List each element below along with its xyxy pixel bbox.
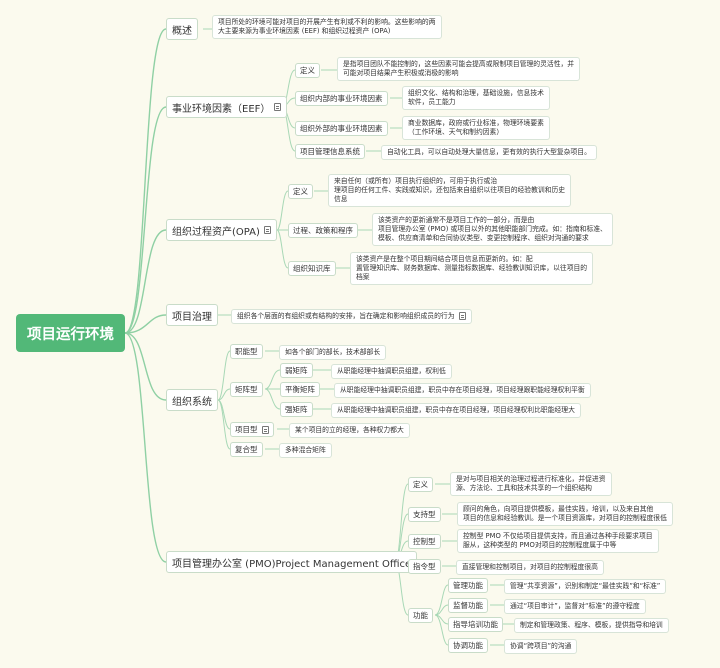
org-project-node[interactable]: 项目型 bbox=[230, 422, 274, 437]
branch-org-systems-label: 组织系统 bbox=[172, 396, 212, 408]
opa-definition-text: 来自任何（或所有）项目执行组织的，可用于执行或治 理项目的任何工件、实践或知识，… bbox=[328, 174, 572, 207]
org-functional-text: 如各个部门的部长，技术部部长 bbox=[279, 345, 387, 360]
pmo-func-manage-label: 管理功能 bbox=[453, 581, 483, 590]
branch-eef-label: 事业环境因素（EEF） bbox=[172, 103, 271, 115]
pmo-functions-label: 功能 bbox=[413, 611, 428, 620]
org-strong-matrix-text: 从职能经理中抽调职员组建，职员中存在项目经理，项目经理权利比职能经理大 bbox=[331, 403, 581, 418]
pmo-func-monitor-label: 监督功能 bbox=[453, 601, 483, 610]
pmo-func-coordinate-label: 协调功能 bbox=[453, 641, 483, 650]
pmo-func-training-label: 指导培训功能 bbox=[453, 620, 498, 629]
opa-process-text: 该类资产的更新通常不是项目工作的一部分，而是由 项目管理办公室 (PMO) 或项… bbox=[372, 213, 613, 246]
opa-knowledge-node[interactable]: 组织知识库 bbox=[288, 261, 336, 276]
org-balanced-matrix-label: 平衡矩阵 bbox=[285, 385, 315, 394]
pmo-func-monitor-text: 通过“项目审计”，监督对“标准”的遵守程度 bbox=[504, 599, 646, 614]
pmo-func-coordinate-node[interactable]: 协调功能 bbox=[448, 638, 488, 653]
eef-internal-text: 组织文化、结构和治理，基础设施，信息技术 软件，员工能力 bbox=[402, 86, 550, 110]
pmo-definition-label: 定义 bbox=[413, 480, 428, 489]
eef-pmis-node[interactable]: 项目管理信息系统 bbox=[295, 144, 365, 159]
branch-overview[interactable]: 概述 bbox=[166, 18, 198, 40]
governance-description: 组织各个层面的有组织或有结构的安排，旨在确定和影响组织成员的行为 bbox=[231, 309, 472, 324]
org-composite-node[interactable]: 复合型 bbox=[230, 442, 263, 457]
pmo-definition-node[interactable]: 定义 bbox=[408, 477, 433, 492]
governance-description-content: 组织各个层面的有组织或有结构的安排，旨在确定和影响组织成员的行为 bbox=[237, 312, 455, 320]
note-icon[interactable] bbox=[263, 226, 271, 234]
branch-opa-label: 组织过程资产(OPA) bbox=[172, 226, 260, 238]
pmo-controlling-text: 控制型 PMO 不仅给项目提供支持，而且通过各种手段要求项目 服从，这种类型的 … bbox=[457, 529, 659, 553]
opa-process-node[interactable]: 过程、政策和程序 bbox=[288, 223, 358, 238]
eef-definition-label: 定义 bbox=[300, 66, 315, 75]
org-strong-matrix-node[interactable]: 强矩阵 bbox=[280, 402, 313, 417]
org-weak-matrix-label: 弱矩阵 bbox=[285, 366, 308, 375]
pmo-func-monitor-node[interactable]: 监督功能 bbox=[448, 598, 488, 613]
eef-external-text: 商业数据库，政府或行业标准，物理环境要素 （工作环境、天气和制约因素） bbox=[402, 116, 550, 140]
pmo-func-manage-node[interactable]: 管理功能 bbox=[448, 578, 488, 593]
org-weak-matrix-node[interactable]: 弱矩阵 bbox=[280, 363, 313, 378]
org-matrix-label: 矩阵型 bbox=[235, 385, 258, 394]
org-matrix-node[interactable]: 矩阵型 bbox=[230, 382, 263, 397]
org-balanced-matrix-node[interactable]: 平衡矩阵 bbox=[280, 382, 320, 397]
org-project-label: 项目型 bbox=[235, 425, 258, 434]
eef-external-node[interactable]: 组织外部的事业环境因素 bbox=[295, 121, 388, 136]
note-icon[interactable] bbox=[274, 103, 282, 111]
pmo-supportive-label: 支持型 bbox=[413, 510, 436, 519]
note-icon[interactable] bbox=[261, 425, 269, 434]
pmo-supportive-text: 顾问的角色，向项目提供模板，最佳实践，培训，以及来自其他 项目的信息和经验教训。… bbox=[457, 502, 673, 526]
pmo-func-training-text: 制定和管理政策、程序、模板，提供指导和培训 bbox=[514, 618, 669, 633]
org-strong-matrix-label: 强矩阵 bbox=[285, 405, 308, 414]
branch-eef[interactable]: 事业环境因素（EEF） bbox=[166, 96, 288, 118]
pmo-directive-node[interactable]: 指令型 bbox=[408, 559, 441, 574]
pmo-controlling-label: 控制型 bbox=[413, 537, 436, 546]
opa-definition-node[interactable]: 定义 bbox=[288, 184, 313, 199]
branch-org-systems[interactable]: 组织系统 bbox=[166, 389, 218, 411]
eef-definition-text: 是指项目团队不能控制的，这些因素可能会提高或限制项目管理的灵活性，并 可能对项目… bbox=[337, 57, 581, 81]
opa-process-label: 过程、政策和程序 bbox=[293, 226, 353, 235]
org-weak-matrix-text: 从职能经理中抽调职员组建，权利低 bbox=[331, 364, 452, 379]
eef-pmis-text: 自动化工具，可以自动处理大量信息，更有效的执行大型复杂项目。 bbox=[381, 145, 597, 160]
eef-pmis-label: 项目管理信息系统 bbox=[300, 147, 360, 156]
branch-opa[interactable]: 组织过程资产(OPA) bbox=[166, 219, 277, 241]
branch-governance-label: 项目治理 bbox=[172, 311, 212, 323]
org-functional-label: 职能型 bbox=[235, 347, 258, 356]
opa-knowledge-label: 组织知识库 bbox=[293, 264, 331, 273]
branch-pmo[interactable]: 项目管理办公室 (PMO)Project Management Office bbox=[166, 551, 418, 573]
pmo-func-training-node[interactable]: 指导培训功能 bbox=[448, 617, 503, 632]
note-icon[interactable] bbox=[458, 312, 466, 320]
org-composite-text: 多种混合矩阵 bbox=[279, 443, 332, 458]
root-node[interactable]: 项目运行环境 bbox=[16, 314, 125, 352]
pmo-supportive-node[interactable]: 支持型 bbox=[408, 507, 441, 522]
opa-knowledge-text: 该类资产是在整个项目期间结合项目信息而更新的。如：配 置管理知识库、财务数据库、… bbox=[350, 252, 594, 285]
opa-definition-label: 定义 bbox=[293, 187, 308, 196]
pmo-controlling-node[interactable]: 控制型 bbox=[408, 534, 441, 549]
branch-overview-label: 概述 bbox=[172, 25, 192, 37]
org-functional-node[interactable]: 职能型 bbox=[230, 344, 263, 359]
org-project-text: 某个项目的立的经理，各种权力都大 bbox=[289, 423, 410, 438]
overview-description: 项目所处的环境可能对项目的开展产生有利或不利的影响。这些影响的两 大主要来源为事… bbox=[212, 15, 442, 39]
opa-definition-text-content: 来自任何（或所有）项目执行组织的，可用于执行或治 理项目的任何工件、实践或知识，… bbox=[334, 177, 566, 203]
pmo-functions-node[interactable]: 功能 bbox=[408, 608, 433, 623]
eef-definition-node[interactable]: 定义 bbox=[295, 63, 320, 78]
branch-governance[interactable]: 项目治理 bbox=[166, 304, 218, 326]
branch-pmo-label: 项目管理办公室 (PMO)Project Management Office bbox=[172, 558, 412, 570]
pmo-func-coordinate-text: 协调“跨项目”的沟通 bbox=[504, 639, 578, 654]
eef-external-label: 组织外部的事业环境因素 bbox=[300, 124, 383, 133]
eef-internal-node[interactable]: 组织内部的事业环境因素 bbox=[295, 91, 388, 106]
eef-internal-label: 组织内部的事业环境因素 bbox=[300, 94, 383, 103]
org-balanced-matrix-text: 从职能经理中抽调职员组建，职员中存在项目经理，项目经理跟职能经理权利平衡 bbox=[334, 383, 591, 398]
org-composite-label: 复合型 bbox=[235, 445, 258, 454]
pmo-directive-text: 直接管理和控制项目，对项目的控制程度很高 bbox=[456, 560, 604, 575]
pmo-directive-label: 指令型 bbox=[413, 562, 436, 571]
pmo-definition-text: 是对与项目相关的治理过程进行标准化，并促进资 源、方法论、工具和技术共享的一个组… bbox=[450, 472, 612, 496]
pmo-func-manage-text: 管理“共享资源”，识别和制定“最佳实践”和“标准” bbox=[504, 579, 667, 594]
